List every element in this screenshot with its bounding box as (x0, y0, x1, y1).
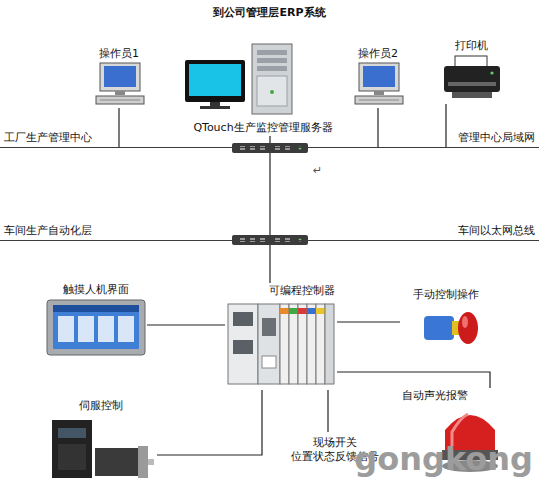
workstation-icon (96, 63, 144, 104)
network-connector (269, 241, 270, 283)
network-connector (118, 108, 119, 147)
network-connector (337, 372, 490, 388)
network-connector (269, 148, 270, 240)
network-connector (445, 104, 446, 147)
device-label: 可编程控制器 (269, 284, 335, 298)
device-label: 触摸人机界面 (63, 283, 129, 297)
plc-icon (228, 304, 334, 384)
server-icon (185, 44, 292, 114)
servo-icon (52, 420, 154, 478)
bus-label: 车间以太网总线 (458, 224, 535, 238)
device-label: 伺服控制 (79, 399, 123, 413)
device-label: 现场开关 (313, 436, 357, 450)
device-label: 操作员2 (358, 47, 398, 61)
network-connector (377, 108, 378, 147)
push-button-icon (424, 312, 478, 344)
plc-controller: 可编程控制器 (225, 283, 337, 390)
workstation: 操作员1 (88, 46, 150, 108)
device-label: 操作员1 (99, 47, 139, 61)
device-label: 打印机 (455, 39, 488, 53)
manual-control: 手动控制操作 (400, 287, 492, 353)
network-bus: 车间生产自动化层车间以太网总线 (0, 240, 539, 241)
device-label: 自动声光报警 (402, 389, 468, 403)
network-switch-icon (232, 143, 308, 153)
monitoring-server: QTouch生产监控管理服务器 (180, 42, 346, 136)
network-bus: 工厂生产管理中心管理中心局域网 (0, 147, 539, 148)
bus-label: 工厂生产管理中心 (4, 131, 92, 145)
hmi-panel: 触摸人机界面 (45, 282, 147, 358)
bus-label: 管理中心局域网 (458, 131, 535, 145)
network-connector (157, 390, 262, 455)
servo-drive: 伺服控制 (45, 398, 157, 484)
network-connector (147, 324, 225, 325)
diagram-title: 到公司管理层ERP系统 (0, 6, 539, 20)
watermark: gongkong (354, 441, 533, 478)
workstation-icon (355, 63, 403, 104)
printer: 打印机 (438, 38, 504, 104)
network-connector (337, 321, 400, 322)
device-label: QTouch生产监控管理服务器 (193, 121, 332, 135)
printer-icon (444, 56, 500, 98)
text-mark: ↵ (313, 165, 322, 178)
hmi-panel-icon (47, 300, 145, 355)
bus-label: 车间生产自动化层 (4, 224, 92, 238)
network-connector (327, 390, 328, 432)
device-label: 手动控制操作 (413, 288, 479, 302)
workstation: 操作员2 (347, 46, 409, 108)
